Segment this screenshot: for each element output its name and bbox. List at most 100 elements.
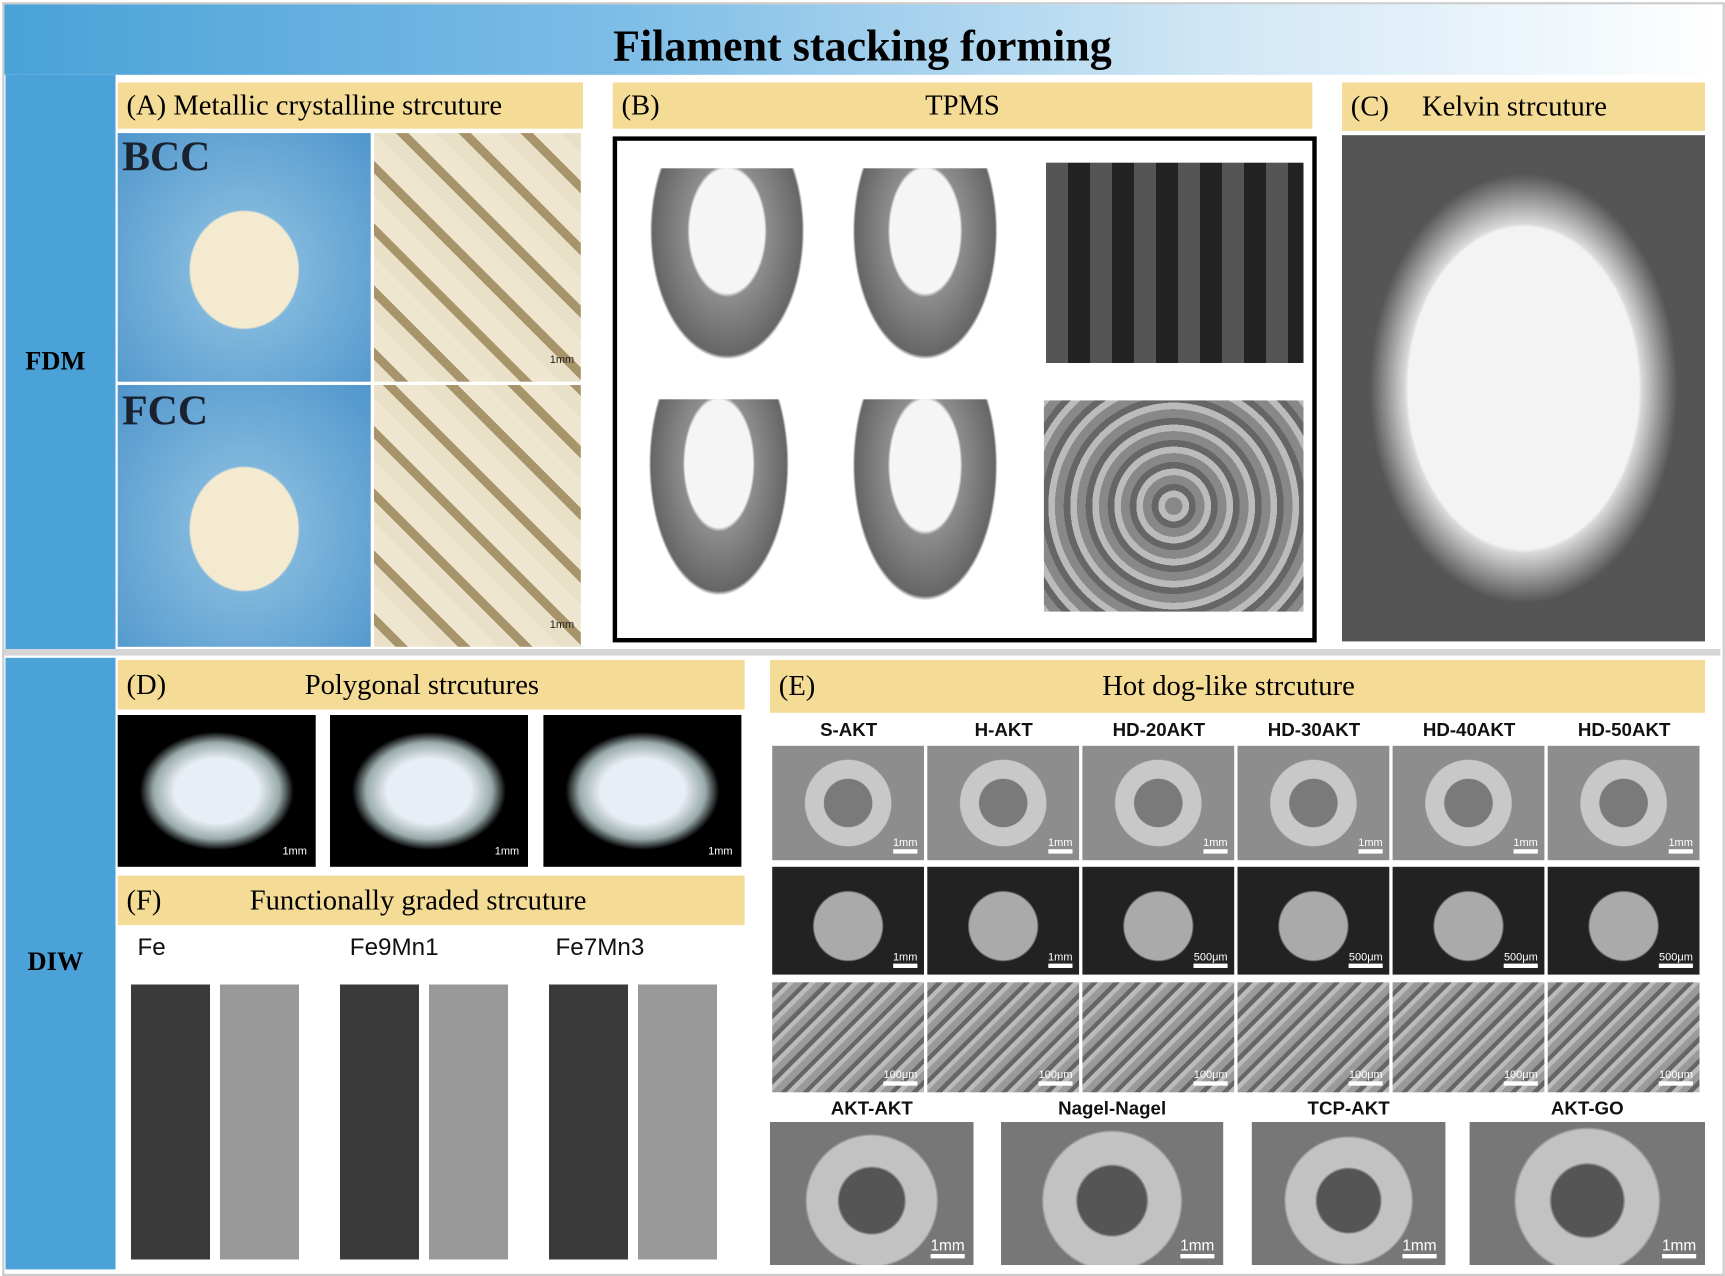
column-label: HD-30AKT bbox=[1267, 719, 1361, 741]
sem-image: 1mm bbox=[1392, 745, 1545, 861]
panel-e-header: (E) Hot dog-like strcuture bbox=[770, 660, 1705, 713]
graded-scaffold bbox=[539, 984, 737, 1260]
panel-e-title: Hot dog-like strcuture bbox=[1102, 669, 1355, 702]
scale-bar: 100μm bbox=[1503, 1069, 1538, 1086]
panel-c-label: (C) bbox=[1350, 90, 1389, 123]
scale-bar: 500μm bbox=[1348, 952, 1383, 968]
panel-f-title: Functionally graded strcuture bbox=[249, 883, 587, 916]
bcc-label: BCC bbox=[122, 134, 211, 181]
graded-scaffold bbox=[330, 984, 528, 1260]
scale-bar: 1mm bbox=[930, 1236, 965, 1259]
scale-bar: 1mm bbox=[1048, 837, 1073, 854]
polygon-stent: 1mm bbox=[330, 715, 528, 867]
sem-image: 500μm bbox=[1547, 866, 1700, 975]
scale-bar: 1mm bbox=[1048, 952, 1073, 968]
tpms-render bbox=[639, 399, 799, 614]
column-label: H-AKT bbox=[974, 719, 1033, 741]
scale-bar: 100μm bbox=[1348, 1069, 1383, 1086]
sem-image: 500μm bbox=[1082, 866, 1235, 975]
sem-image: 1mm bbox=[772, 866, 924, 975]
sem-image: 500μm bbox=[1237, 866, 1390, 975]
tpms-sem bbox=[1046, 162, 1304, 363]
sample-label: Fe7Mn3 bbox=[555, 932, 645, 961]
scale-bar: 1mm bbox=[1661, 1236, 1697, 1259]
title-banner: Filament stacking forming bbox=[4, 4, 1721, 75]
panel-a-header: (A) Metallic crystalline strcuture bbox=[117, 82, 583, 129]
scale-bar: 1mm bbox=[282, 845, 307, 858]
panel-b-label: (B) bbox=[621, 89, 660, 121]
panel-b-title: TPMS bbox=[925, 89, 1000, 121]
panel-f-header: (F) Functionally graded strcuture bbox=[117, 875, 745, 926]
fdm-label: FDM bbox=[25, 347, 86, 377]
scale-bar: 1mm bbox=[1358, 837, 1383, 854]
sem-image: 1mm bbox=[1082, 745, 1235, 861]
sem-image: 1mm bbox=[1251, 1122, 1446, 1265]
sem-image: 100μm bbox=[1392, 982, 1545, 1093]
sample-label: Fe9Mn1 bbox=[349, 932, 439, 961]
scale-bar: 100μm bbox=[1038, 1069, 1073, 1086]
graded-scaffold bbox=[121, 984, 319, 1260]
scale-bar: 1mm bbox=[1513, 837, 1538, 854]
section-divider bbox=[4, 649, 1721, 656]
bottom-label: Nagel-Nagel bbox=[1058, 1097, 1167, 1119]
bottom-label: AKT-GO bbox=[1550, 1097, 1624, 1119]
panel-e-label: (E) bbox=[778, 669, 816, 702]
bottom-label: TCP-AKT bbox=[1307, 1097, 1390, 1119]
sem-image: 100μm bbox=[1237, 982, 1390, 1093]
scale-bar: 1mm bbox=[549, 354, 575, 367]
sem-image: 1mm bbox=[772, 745, 924, 861]
figure-title: Filament stacking forming bbox=[613, 20, 1112, 71]
scale-bar: 1mm bbox=[892, 837, 918, 854]
panel-d-title: Polygonal strcutures bbox=[304, 668, 540, 701]
scale-bar: 100μm bbox=[1193, 1069, 1228, 1086]
tpms-box bbox=[612, 136, 1317, 643]
scale-bar: 1mm bbox=[494, 845, 520, 858]
panel-a-title: (A) Metallic crystalline strcuture bbox=[126, 89, 503, 121]
sem-image: 1mm bbox=[1547, 745, 1700, 861]
scale-bar: 1mm bbox=[1180, 1236, 1215, 1259]
diw-sidebar: DIW bbox=[5, 657, 116, 1270]
scale-bar: 500μm bbox=[1659, 952, 1693, 968]
sem-image: 1mm bbox=[770, 1122, 974, 1265]
sample-label: Fe bbox=[137, 932, 166, 961]
sem-image: 100μm bbox=[1547, 982, 1700, 1093]
panel-c-header: (C) Kelvin strcuture bbox=[1342, 82, 1705, 131]
bottom-label: AKT-AKT bbox=[830, 1097, 913, 1119]
sem-image: 1mm bbox=[927, 745, 1080, 861]
panel-d-header: (D) Polygonal strcutures bbox=[117, 660, 745, 710]
fcc-closeup: 1mm bbox=[374, 385, 581, 647]
sem-image: 100μm bbox=[772, 982, 924, 1093]
sem-image: 1mm bbox=[1469, 1122, 1705, 1265]
diw-label: DIW bbox=[27, 948, 84, 977]
scale-bar: 1mm bbox=[1668, 837, 1693, 854]
tpms-render bbox=[842, 399, 1008, 620]
panel-d-label: (D) bbox=[126, 668, 167, 701]
sem-image: 100μm bbox=[1082, 982, 1235, 1093]
sem-image: 1mm bbox=[1237, 745, 1390, 861]
column-label: HD-50AKT bbox=[1577, 719, 1671, 741]
scale-bar: 1mm bbox=[1203, 837, 1228, 854]
tpms-render bbox=[842, 168, 1008, 378]
scale-bar: 1mm bbox=[892, 952, 918, 968]
sem-image: 1mm bbox=[1001, 1122, 1224, 1265]
bcc-closeup: 1mm bbox=[374, 133, 581, 382]
scale-bar: 1mm bbox=[549, 619, 575, 632]
polygon-stent: 1mm bbox=[543, 715, 742, 867]
kelvin-photo bbox=[1342, 135, 1705, 642]
sem-image: 1mm bbox=[927, 866, 1080, 975]
fcc-photo: FCC bbox=[117, 385, 371, 647]
column-label: HD-40AKT bbox=[1422, 719, 1516, 741]
sem-image: 100μm bbox=[927, 982, 1080, 1093]
bcc-photo: BCC bbox=[117, 133, 371, 382]
panel-c-title: Kelvin strcuture bbox=[1421, 90, 1607, 123]
panel-f-label: (F) bbox=[126, 883, 162, 916]
tpms-render bbox=[639, 168, 816, 378]
tpms-sem bbox=[1043, 400, 1304, 612]
scale-bar: 500μm bbox=[1503, 952, 1538, 968]
fdm-sidebar: FDM bbox=[5, 74, 116, 650]
scale-bar: 500μm bbox=[1193, 952, 1228, 968]
scale-bar: 100μm bbox=[883, 1069, 918, 1086]
scale-bar: 1mm bbox=[1402, 1236, 1437, 1259]
polygon-stent: 1mm bbox=[117, 715, 316, 867]
scale-bar: 100μm bbox=[1659, 1069, 1693, 1086]
